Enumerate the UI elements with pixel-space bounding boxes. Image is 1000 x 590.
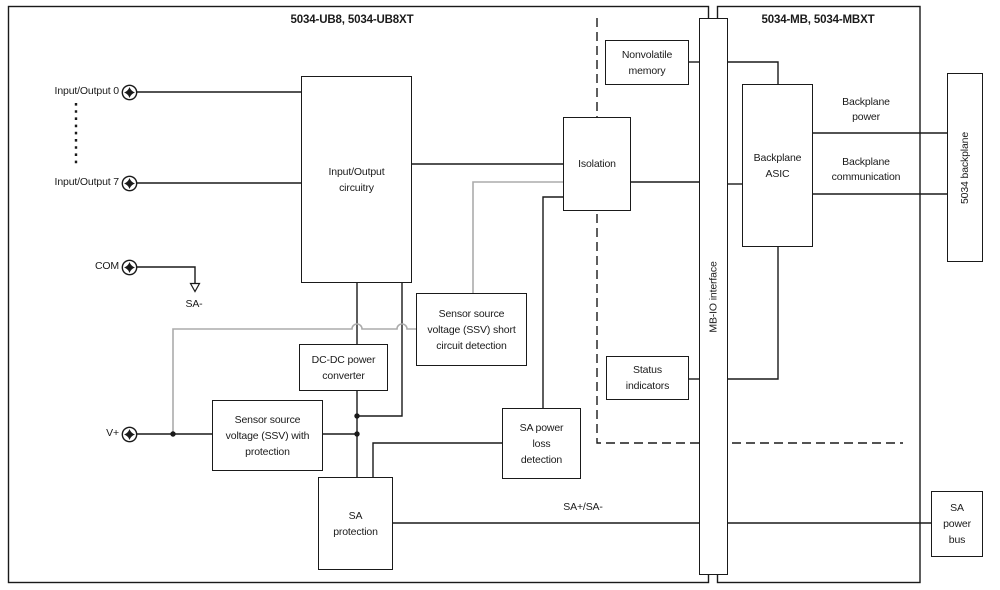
block-5034-backplane: 5034 backplane xyxy=(947,73,983,262)
terminal-screw-icon xyxy=(121,426,137,442)
block-isolation: Isolation xyxy=(563,117,631,211)
mb-io-interface-label: MB-IO interface xyxy=(707,260,720,333)
backplane-power-label: Backplane power xyxy=(842,96,890,123)
sa-plus-minus-label: SA+/SA- xyxy=(563,501,603,513)
block-nonvolatile-memory: Nonvolatile memory xyxy=(605,40,689,85)
terminal-screw-icon xyxy=(121,259,137,275)
right-section-title: 5034-MB, 5034-MBXT xyxy=(761,14,875,26)
block-ssv-short-circuit-detection: Sensor source voltage (SSV) short circui… xyxy=(416,293,527,366)
block-sa-power-bus: SA power bus xyxy=(931,491,983,557)
block-mb-io-interface: MB-IO interface xyxy=(699,18,728,575)
block-ssv-with-protection: Sensor source voltage (SSV) with protect… xyxy=(212,400,323,471)
sa-minus-label: SA- xyxy=(185,298,203,310)
block-sa-protection: SA protection xyxy=(318,477,393,570)
terminal-screw-icon xyxy=(121,175,137,191)
junction-dots xyxy=(170,413,360,437)
terminal-label-io0: Input/Output 0 xyxy=(54,85,120,97)
block-dc-dc-power-converter: DC-DC power converter xyxy=(299,344,388,391)
backplane-5034-label: 5034 backplane xyxy=(959,131,972,204)
gray-wires xyxy=(172,181,563,434)
left-section-title: 5034-UB8, 5034-UB8XT xyxy=(290,14,414,26)
block-backplane-asic: Backplane ASIC xyxy=(742,84,813,247)
block-status-indicators: Status indicators xyxy=(606,356,689,400)
sa-minus-arrowhead-icon xyxy=(189,282,201,293)
block-io-circuitry: Input/Output circuitry xyxy=(301,76,412,283)
terminal-screw-icon xyxy=(121,84,137,100)
terminal-label-com: COM xyxy=(94,260,119,272)
black-wires xyxy=(137,61,947,524)
backplane-communication-label: Backplane communication xyxy=(831,156,901,183)
terminal-label-vplus: V+ xyxy=(106,427,119,439)
block-sa-power-loss-detection: SA power loss detection xyxy=(502,408,581,479)
terminal-label-io7: Input/Output 7 xyxy=(54,176,120,188)
